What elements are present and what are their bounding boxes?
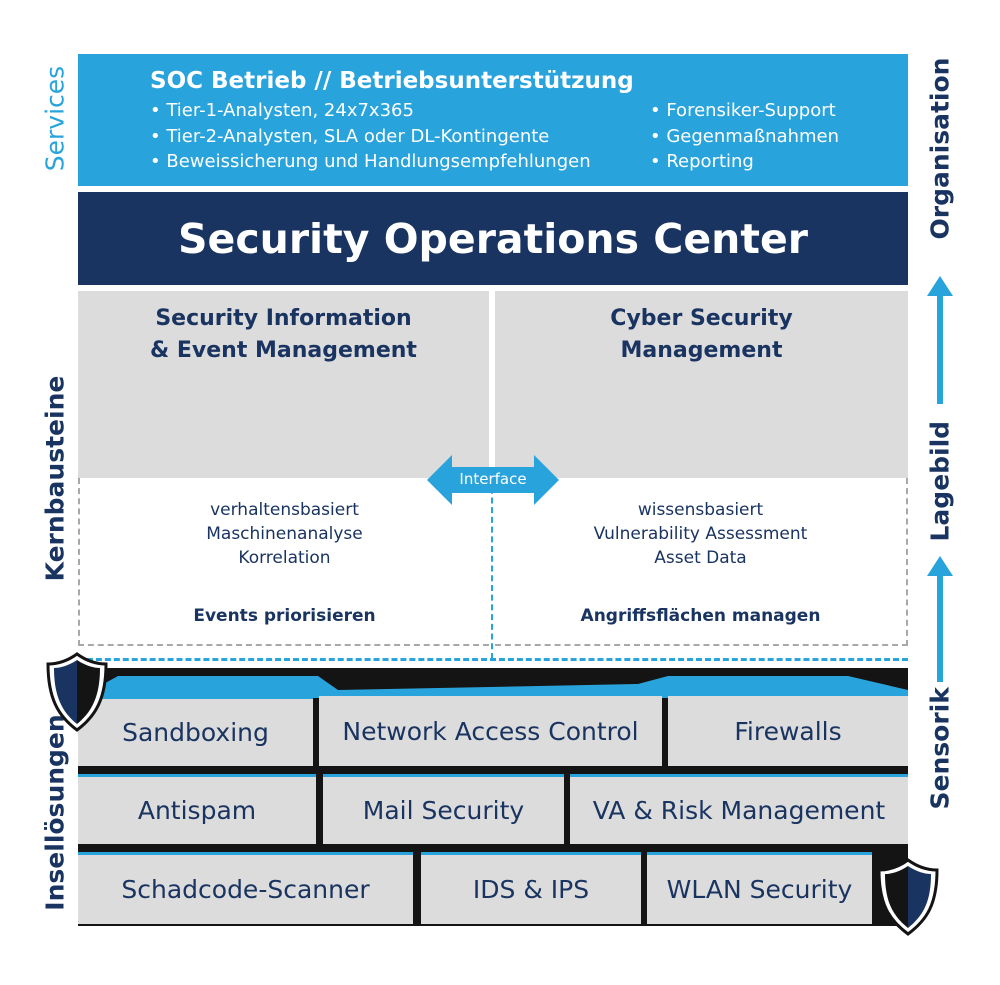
- soc-banner: Security Operations Center: [78, 192, 908, 285]
- list-item: Beweissicherung und Handlungsempfehlunge…: [150, 149, 590, 175]
- csm-footer: Angriffsflächen managen: [580, 606, 821, 626]
- list-item: Vulnerability Assessment: [593, 524, 808, 544]
- list-item: Reporting: [650, 149, 839, 175]
- services-panel: SOC Betrieb // Betriebsunterstützung Tie…: [78, 54, 908, 186]
- csm-list: wissensbasiert Vulnerability Assessment …: [495, 498, 906, 570]
- services-title: SOC Betrieb // Betriebsunterstützung: [150, 68, 634, 94]
- siem-list: verhaltensbasiert Maschinenanalyse Korre…: [80, 498, 489, 570]
- shield-icon: [877, 858, 939, 936]
- divider-dashed: [491, 478, 493, 659]
- divider-dashed: [78, 658, 908, 661]
- list-item: wissensbasiert: [637, 500, 764, 520]
- brick-ids-ips: IDS & IPS: [421, 852, 641, 924]
- side-label-services: Services: [40, 65, 70, 172]
- siem-footer: Events priorisieren: [193, 606, 376, 626]
- list-item: Gegenmaßnahmen: [650, 124, 839, 150]
- siem-title: Security Information & Event Management: [78, 303, 489, 367]
- arrow-up-icon: [927, 556, 953, 682]
- csm-title: Cyber Security Management: [495, 303, 908, 367]
- services-list-right: Forensiker-Support Gegenmaßnahmen Report…: [650, 98, 839, 175]
- shield-icon: [46, 652, 108, 732]
- double-arrow-icon: [427, 455, 559, 505]
- list-item: Korrelation: [238, 548, 331, 568]
- list-item: Maschinenanalyse: [206, 524, 363, 544]
- siem-details: verhaltensbasiert Maschinenanalyse Korre…: [78, 478, 489, 646]
- side-label-organisation: Organisation: [925, 57, 955, 240]
- brick-wlan-security: WLAN Security: [647, 852, 872, 924]
- brick-antispam: Antispam: [78, 774, 316, 844]
- brick-sandboxing: Sandboxing: [78, 696, 313, 766]
- csm-details: wissensbasiert Vulnerability Assessment …: [495, 478, 908, 646]
- interface-label: Interface: [459, 470, 527, 488]
- side-label-sensorik: Sensorik: [925, 687, 955, 810]
- arrow-up-icon: [927, 276, 953, 404]
- list-item: Asset Data: [654, 548, 747, 568]
- siem-panel: Security Information & Event Management: [78, 291, 489, 478]
- siem-title-line1: Security Information: [155, 306, 412, 331]
- side-label-kernbausteine: Kernbausteine: [40, 375, 70, 582]
- csm-title-line1: Cyber Security: [610, 306, 793, 331]
- list-item: Forensiker-Support: [650, 98, 839, 124]
- side-label-lagebild: Lagebild: [925, 420, 955, 542]
- csm-title-line2: Management: [620, 338, 783, 363]
- siem-title-line2: & Event Management: [150, 338, 417, 363]
- list-item: Tier-1-Analysten, 24x7x365: [150, 98, 591, 124]
- csm-panel: Cyber Security Management: [495, 291, 908, 478]
- side-label-insellosungen: Insellösungen: [40, 714, 70, 911]
- wall-top-edge: [78, 676, 908, 698]
- brick-firewalls: Firewalls: [668, 693, 908, 766]
- soc-title: Security Operations Center: [178, 214, 808, 263]
- brick-va-risk-management: VA & Risk Management: [570, 774, 908, 844]
- services-list-left: Tier-1-Analysten, 24x7x365 Tier-2-Analys…: [150, 98, 591, 175]
- brick-schadcode-scanner: Schadcode-Scanner: [78, 852, 413, 924]
- list-item: verhaltensbasiert: [210, 500, 359, 520]
- list-item: Tier-2-Analysten, SLA oder DL-Kontingent…: [150, 124, 591, 150]
- brick-mail-security: Mail Security: [323, 774, 564, 844]
- brick-network-access-control: Network Access Control: [319, 693, 662, 766]
